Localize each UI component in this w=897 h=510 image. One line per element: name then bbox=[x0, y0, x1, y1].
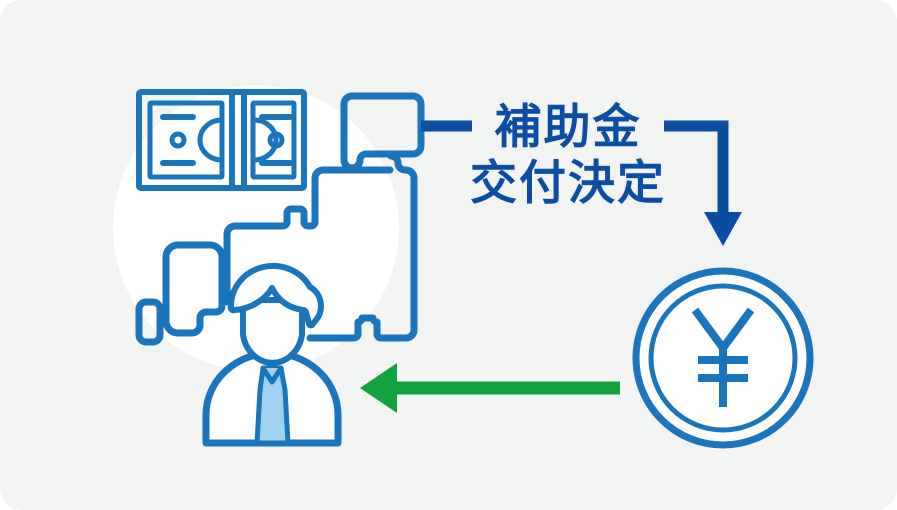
yen-coin-icon bbox=[632, 267, 814, 449]
decision-flow-group bbox=[421, 120, 742, 246]
coin-yen-symbol bbox=[691, 307, 755, 407]
coin-inner-ring bbox=[648, 283, 798, 433]
yen-stroke-right bbox=[719, 307, 755, 351]
banknote-icon bbox=[136, 89, 307, 191]
banknote-outer-border bbox=[136, 89, 307, 191]
banknote-oval-right bbox=[251, 117, 279, 163]
banknote-dot-left bbox=[169, 131, 187, 149]
person-collar bbox=[260, 366, 284, 385]
label-line-1: 補助金 bbox=[495, 100, 642, 155]
decision-arrow-head bbox=[704, 212, 742, 246]
label-group: 補助金 交付決定 bbox=[470, 100, 666, 211]
building-blocks-icon bbox=[135, 241, 226, 346]
label-line-2: 交付決定 bbox=[470, 156, 666, 211]
business-person-icon bbox=[202, 262, 342, 447]
person-face bbox=[240, 297, 305, 366]
certificate-top-tab bbox=[340, 92, 425, 172]
building-block-large bbox=[162, 241, 226, 337]
banknote-dot-right bbox=[267, 131, 285, 149]
banknote-left-panel bbox=[147, 100, 225, 180]
payment-arrow bbox=[360, 363, 620, 413]
banknote-right-panel bbox=[250, 100, 297, 180]
building-block-small bbox=[135, 298, 164, 346]
certificate-left-step bbox=[223, 166, 394, 306]
payment-arrow-head bbox=[360, 363, 397, 413]
certificate-right-edge bbox=[306, 152, 418, 342]
banknote-oval-left bbox=[197, 117, 225, 163]
decision-arrow-shaft bbox=[664, 120, 729, 212]
person-hair bbox=[227, 262, 324, 329]
certificate-document-icon bbox=[223, 92, 425, 342]
yen-stroke-left bbox=[691, 307, 727, 351]
